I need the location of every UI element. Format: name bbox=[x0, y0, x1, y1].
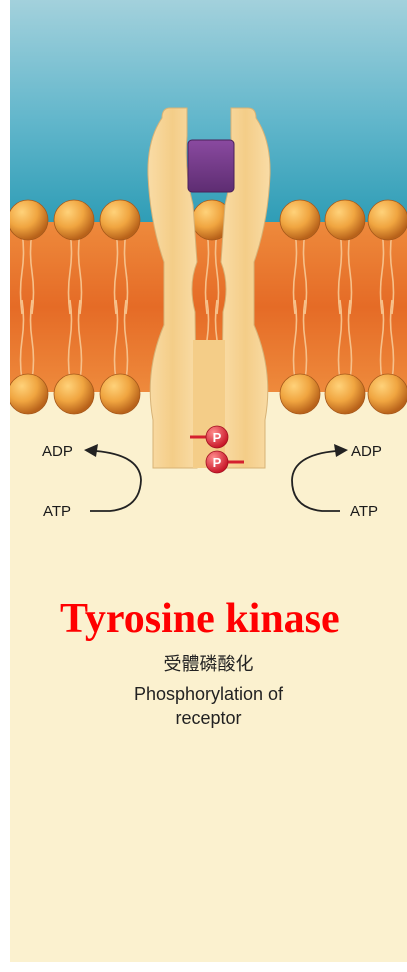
left-atp-adp-arrow bbox=[84, 444, 141, 511]
label-adp-right: ADP bbox=[351, 443, 382, 460]
receptor-junction bbox=[193, 340, 225, 468]
caption-line-1: Phosphorylation of bbox=[10, 682, 407, 706]
label-adp-left: ADP bbox=[42, 443, 73, 460]
diagram-panel: P P ADP ATP ADP ATP Tyrosine kinase 受體磷酸… bbox=[10, 0, 407, 962]
label-atp-right: ATP bbox=[350, 503, 378, 520]
caption-line-2: receptor bbox=[10, 706, 407, 730]
ligand-block bbox=[188, 140, 234, 192]
caption-chinese: 受體磷酸化 bbox=[10, 652, 407, 676]
diagram-title: Tyrosine kinase bbox=[60, 598, 340, 640]
lipid-heads-outer bbox=[10, 200, 407, 240]
phosphate-top-label: P bbox=[213, 430, 222, 445]
label-atp-left: ATP bbox=[43, 503, 71, 520]
right-atp-adp-arrow bbox=[292, 444, 348, 511]
phosphate-bottom-label: P bbox=[213, 455, 222, 470]
